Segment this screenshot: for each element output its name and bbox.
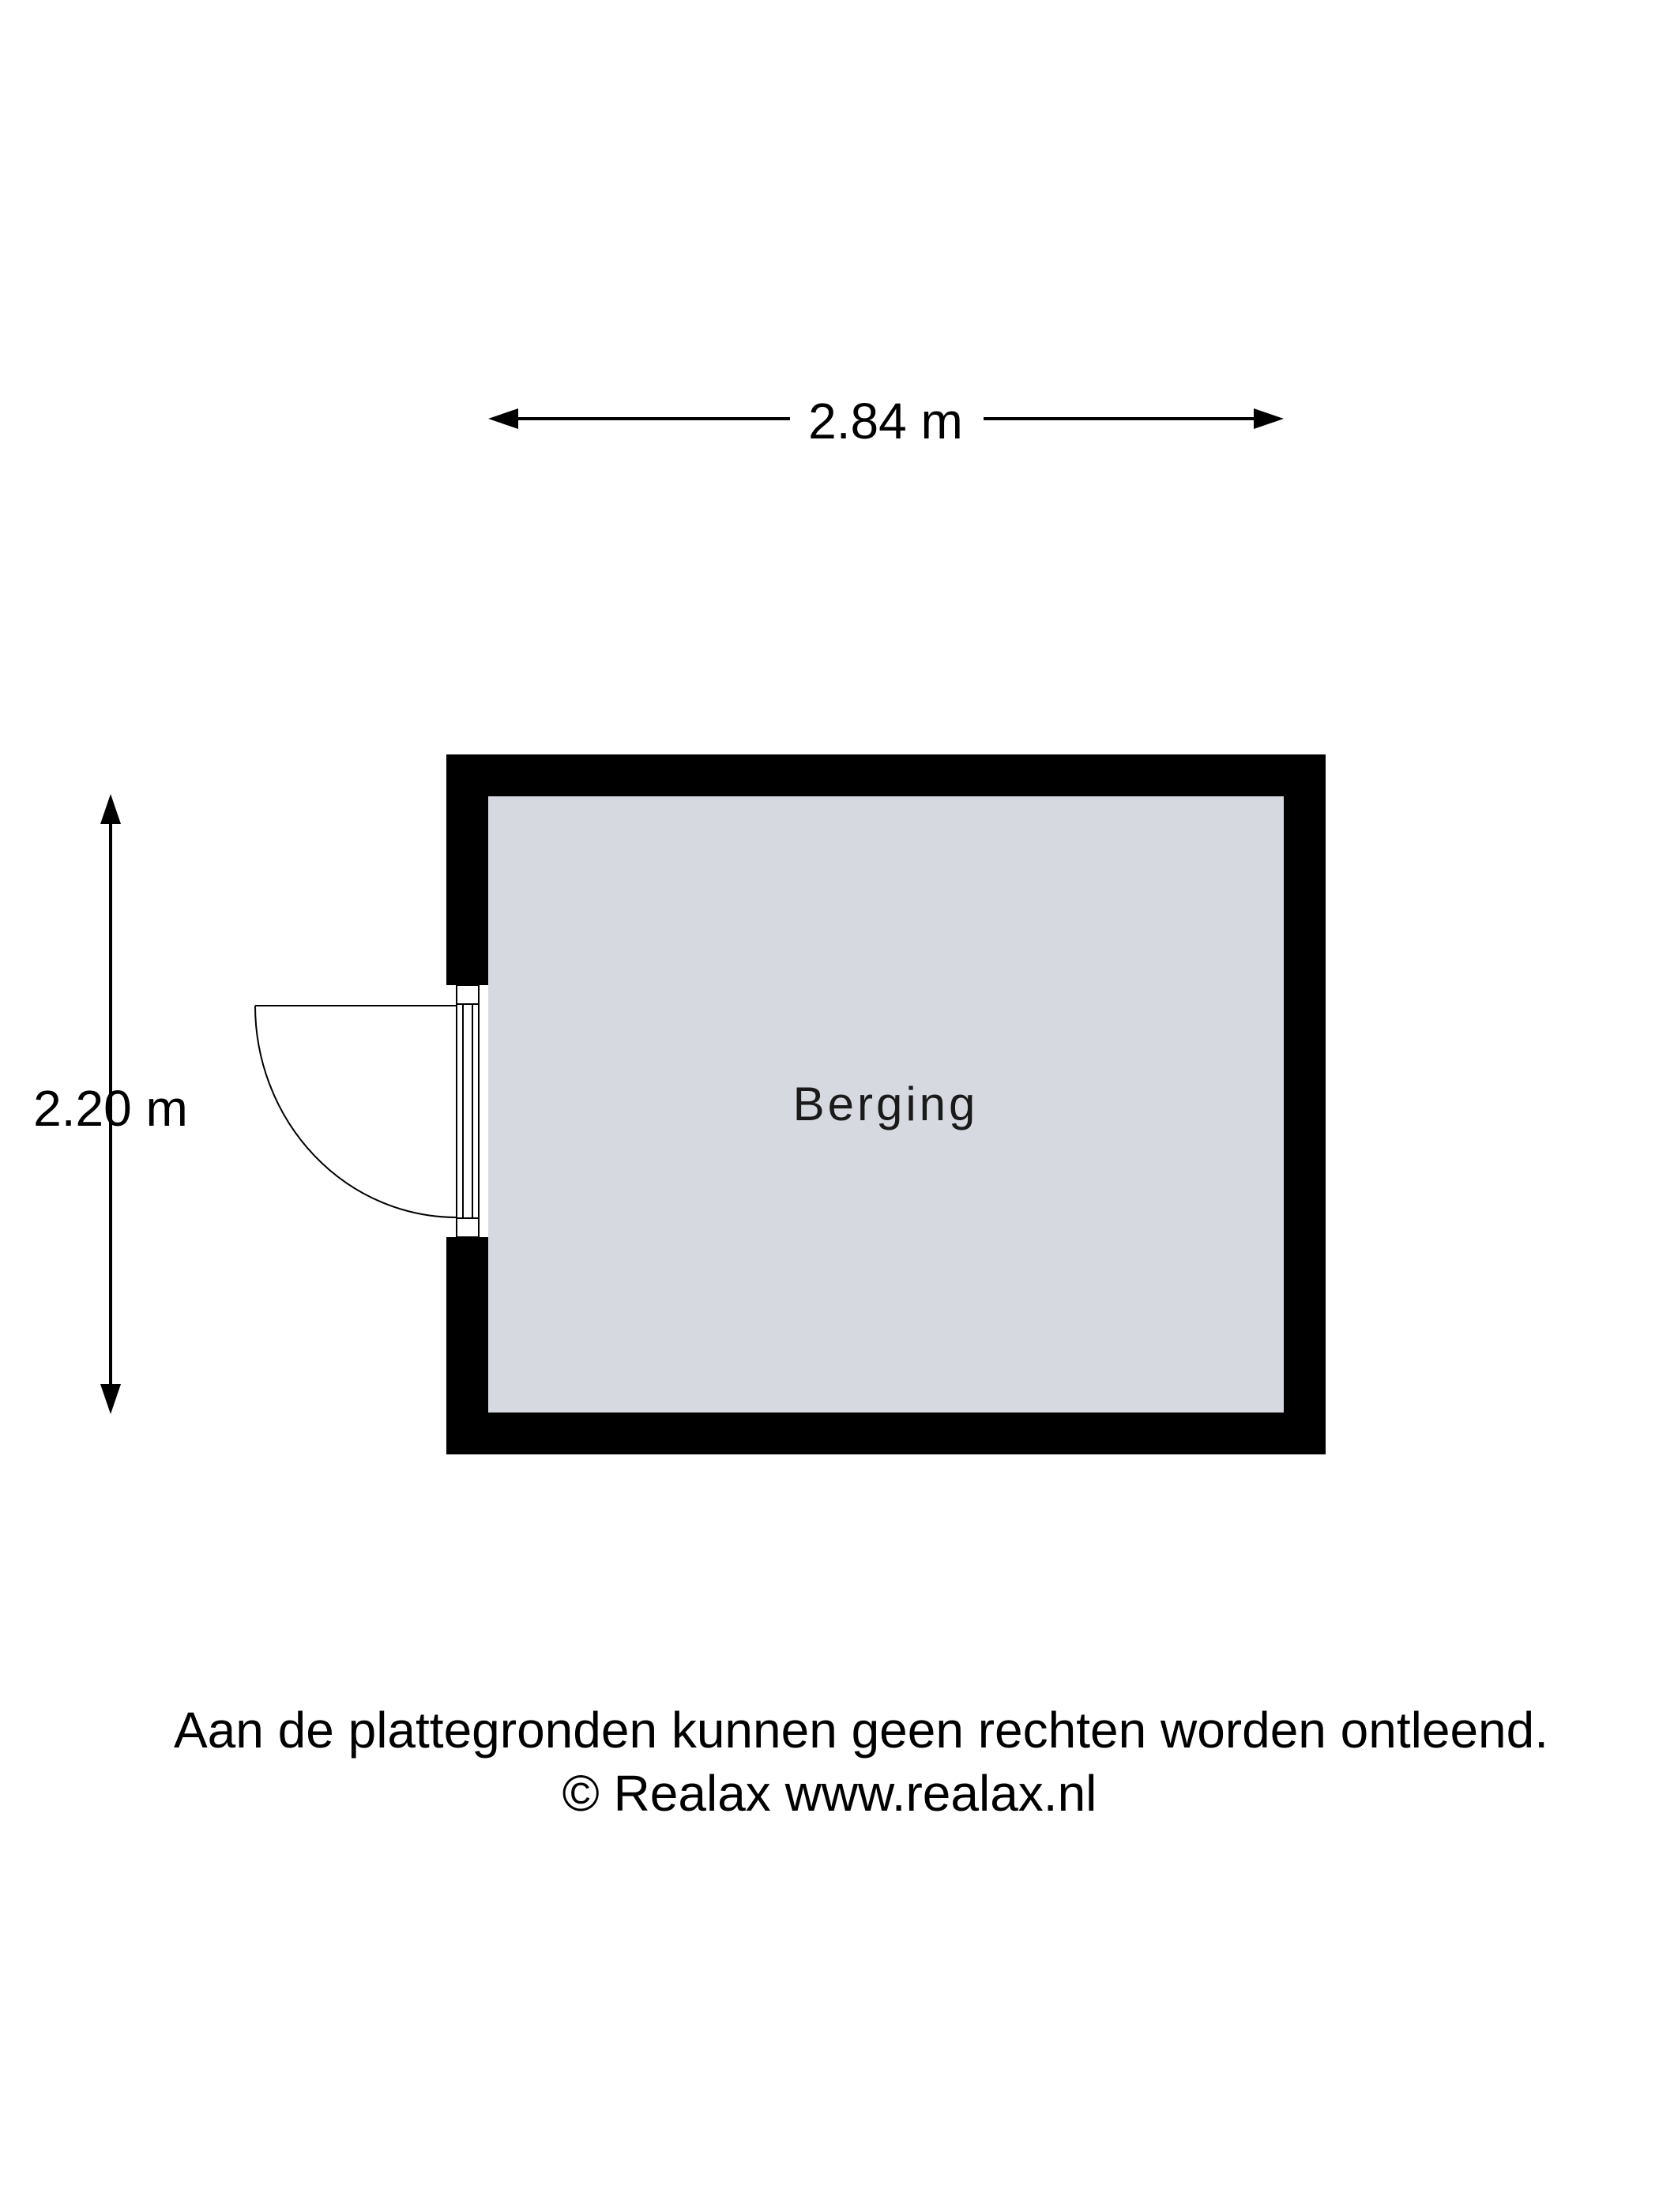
copyright-text: © Realax www.realax.nl bbox=[562, 1765, 1097, 1822]
height-dimension-label: 2.20 m bbox=[33, 1080, 188, 1137]
door bbox=[254, 984, 480, 1238]
arrow-down-icon bbox=[100, 1384, 121, 1414]
width-dimension-label: 2.84 m bbox=[808, 393, 963, 450]
room-berging: Berging bbox=[254, 754, 1326, 1454]
arrow-right-icon bbox=[1254, 408, 1284, 429]
disclaimer-text: Aan de plattegronden kunnen geen rechten… bbox=[173, 1702, 1549, 1759]
door-frame-top bbox=[456, 984, 480, 1005]
wall-left-lower bbox=[446, 1237, 488, 1454]
width-dimension: 2.84 m bbox=[488, 393, 1284, 450]
door-frame-bottom bbox=[456, 1217, 480, 1238]
door-swing-arc bbox=[254, 1005, 457, 1218]
room-label: Berging bbox=[793, 1078, 979, 1130]
height-dimension: 2.20 m bbox=[33, 794, 188, 1414]
wall-right bbox=[1284, 754, 1326, 1454]
room-floor bbox=[488, 796, 1284, 1413]
wall-top bbox=[446, 754, 1326, 796]
arrow-left-icon bbox=[488, 408, 518, 429]
door-threshold bbox=[456, 1003, 480, 1219]
wall-bottom bbox=[446, 1413, 1326, 1454]
wall-left-upper bbox=[446, 754, 488, 985]
arrow-up-icon bbox=[100, 794, 121, 824]
